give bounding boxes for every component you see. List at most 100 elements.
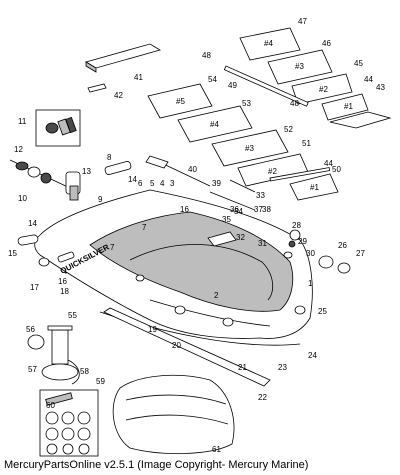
callout-number: 43 bbox=[376, 83, 385, 92]
callout-number: 23 bbox=[278, 363, 287, 372]
callout-number: 25 bbox=[318, 307, 327, 316]
callout-number: 11 bbox=[18, 117, 27, 126]
seat-bench-front bbox=[85, 61, 97, 73]
oarlock-kit bbox=[9, 109, 81, 201]
callout-number: 5 bbox=[150, 179, 155, 188]
floor-board-label: #3 bbox=[295, 62, 304, 71]
callout-number: 16 bbox=[180, 205, 189, 214]
callout-number: 36 bbox=[230, 205, 239, 214]
lower-floor-boards: #5 #4 #3 #2 #1 bbox=[147, 83, 339, 201]
callout-number: 44 bbox=[364, 75, 373, 84]
callout-number: 52 bbox=[284, 125, 293, 134]
callout-number: 8 bbox=[107, 153, 112, 162]
oarlock-part bbox=[45, 122, 59, 134]
copyright-caption: MercuryPartsOnline v2.5.1 (Image Copyrig… bbox=[4, 459, 309, 471]
callout-number: 21 bbox=[238, 363, 247, 372]
floor-board-1-upper bbox=[321, 93, 369, 121]
repair-patch-disk bbox=[46, 443, 58, 455]
repair-patch-disk bbox=[77, 411, 91, 425]
callout-number: 15 bbox=[8, 249, 17, 258]
oarlock-right bbox=[207, 231, 237, 247]
valve-ring bbox=[15, 161, 29, 171]
valve-port bbox=[174, 305, 186, 315]
callout-number: 18 bbox=[60, 287, 69, 296]
callout-number: 30 bbox=[306, 249, 315, 258]
drain-ring bbox=[337, 262, 351, 274]
callout-number: 31 bbox=[258, 239, 267, 248]
callout-number: 24 bbox=[308, 351, 317, 360]
callout-number: 14 bbox=[128, 175, 137, 184]
floor-board-5 bbox=[147, 83, 213, 119]
floor-board-4-upper bbox=[239, 27, 301, 61]
carry-bag-fold bbox=[125, 394, 229, 425]
parts-diagram: #4 #3 #2 #1 #5 #4 #3 #2 #1 bbox=[8, 17, 392, 457]
drain-plug bbox=[318, 255, 334, 269]
fitting-cap bbox=[289, 229, 301, 241]
repair-patch-disk bbox=[61, 427, 75, 441]
callout-number: 6 bbox=[138, 179, 143, 188]
callout-number: 37 bbox=[254, 205, 263, 214]
repair-patch-disk bbox=[45, 427, 59, 441]
floor-board-label: #5 bbox=[176, 97, 185, 106]
callout-number: 16 bbox=[58, 277, 67, 286]
callout-number: 13 bbox=[82, 167, 91, 176]
callout-number: 33 bbox=[256, 191, 265, 200]
callout-number: 3 bbox=[170, 179, 175, 188]
floor-board-label: #3 bbox=[245, 144, 254, 153]
floor-board-label: #2 bbox=[319, 85, 328, 94]
callout-number: 41 bbox=[134, 73, 143, 82]
valve-cap bbox=[69, 185, 79, 201]
callout-number: 61 bbox=[212, 445, 221, 454]
callout-number: 58 bbox=[80, 367, 89, 376]
callout-number: 59 bbox=[96, 377, 105, 386]
carry-bag bbox=[112, 374, 235, 454]
repair-patch-disk bbox=[78, 443, 90, 455]
valve-port bbox=[135, 274, 145, 282]
pump-base bbox=[41, 363, 79, 381]
callout-number: 34 bbox=[234, 207, 243, 216]
callout-number: 28 bbox=[292, 221, 301, 230]
callout-number: 48 bbox=[290, 99, 299, 108]
oar-shaft bbox=[229, 179, 256, 193]
callout-number: 49 bbox=[228, 81, 237, 90]
callout-number: 39 bbox=[212, 179, 221, 188]
rub-strake bbox=[103, 307, 271, 387]
callout-number: 46 bbox=[322, 39, 331, 48]
callout-number: 47 bbox=[298, 17, 307, 26]
side-handle bbox=[57, 251, 75, 263]
fitting-ring bbox=[283, 251, 293, 259]
floor-board-label: #4 bbox=[210, 120, 219, 129]
callout-number: 50 bbox=[332, 165, 341, 174]
keel bbox=[149, 299, 271, 327]
repair-patch-disk bbox=[61, 411, 75, 425]
callout-number: 51 bbox=[302, 139, 311, 148]
callout-number: 14 bbox=[28, 219, 37, 228]
floor-board-label: #4 bbox=[264, 39, 273, 48]
paddle-blade bbox=[145, 155, 169, 169]
callout-number: 7 bbox=[142, 223, 147, 232]
foot-pump bbox=[27, 325, 80, 385]
callout-number: 2 bbox=[214, 291, 219, 300]
pump-hose bbox=[67, 359, 80, 385]
callout-number: 4 bbox=[160, 179, 165, 188]
callout-number: 10 bbox=[18, 194, 27, 203]
floor-board-3 bbox=[211, 129, 289, 167]
callout-number: 53 bbox=[242, 99, 251, 108]
pump-gauge bbox=[27, 334, 45, 350]
carry-handle bbox=[104, 161, 132, 175]
callout-number: 19 bbox=[148, 325, 157, 334]
valve-ring bbox=[27, 166, 41, 178]
floor-board-label: #2 bbox=[268, 167, 277, 176]
valve-ring bbox=[40, 172, 52, 184]
floor-board-label: #1 bbox=[310, 183, 319, 192]
callout-number: 57 bbox=[28, 365, 37, 374]
callout-number: 27 bbox=[356, 249, 365, 258]
hull-inner-line bbox=[129, 244, 274, 301]
callout-number: 56 bbox=[26, 325, 35, 334]
inflatable-boat: QUICKSILVER bbox=[34, 189, 313, 346]
repair-patch-disk bbox=[77, 427, 91, 441]
callout-number: 48 bbox=[202, 51, 211, 60]
hull-floor bbox=[89, 211, 294, 312]
floor-board-3-upper bbox=[267, 49, 333, 85]
brace-board-1 bbox=[289, 173, 339, 201]
